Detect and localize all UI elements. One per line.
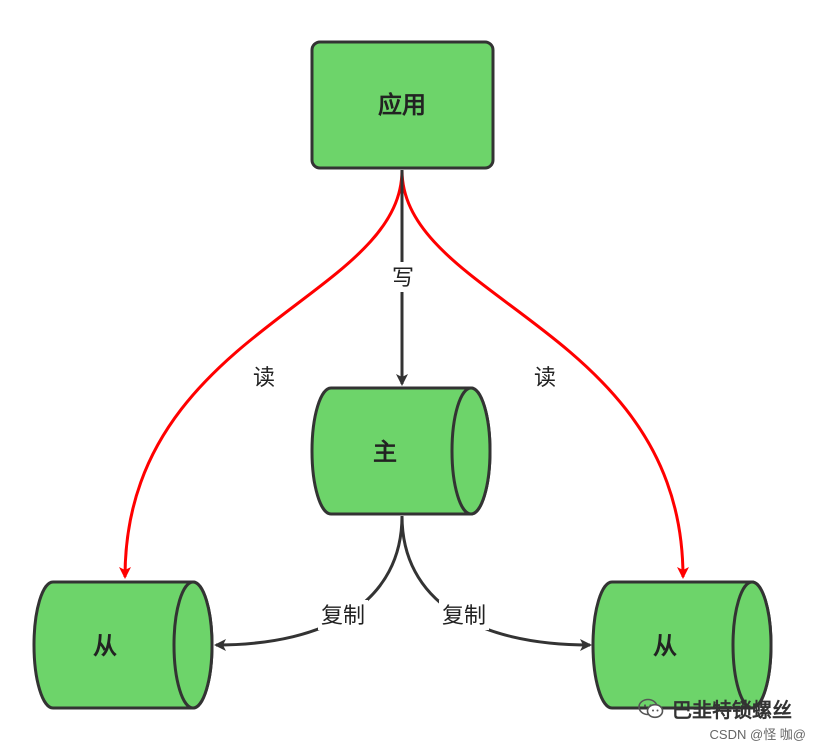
app-node: 应用 <box>310 40 495 170</box>
master-node: 主 <box>310 386 492 516</box>
read-label-left: 读 <box>253 366 275 391</box>
slave-node-left: 从 <box>32 580 214 710</box>
read-edge-right <box>400 169 689 579</box>
wechat-icon <box>638 698 664 718</box>
write-label: 写 <box>392 266 414 291</box>
watermark-subtitle: CSDN @怪 咖@ <box>709 727 806 742</box>
read-edge-left <box>119 169 404 579</box>
slave-node-right-label: 从 <box>653 632 677 660</box>
slave-node-right: 从 <box>591 580 773 710</box>
app-node-label: 应用 <box>378 91 426 119</box>
watermark: 巴韭特锁螺丝 <box>638 694 792 723</box>
master-node-label: 主 <box>373 438 397 466</box>
watermark-title: 巴韭特锁螺丝 <box>672 698 792 722</box>
read-label-right: 读 <box>534 366 556 391</box>
slave-node-left-label: 从 <box>93 632 117 660</box>
replicate-edge-left <box>214 515 404 651</box>
replicate-label-left: 复制 <box>321 604 365 629</box>
replicate-label-right: 复制 <box>442 604 486 629</box>
replicate-edge-right <box>400 515 592 651</box>
